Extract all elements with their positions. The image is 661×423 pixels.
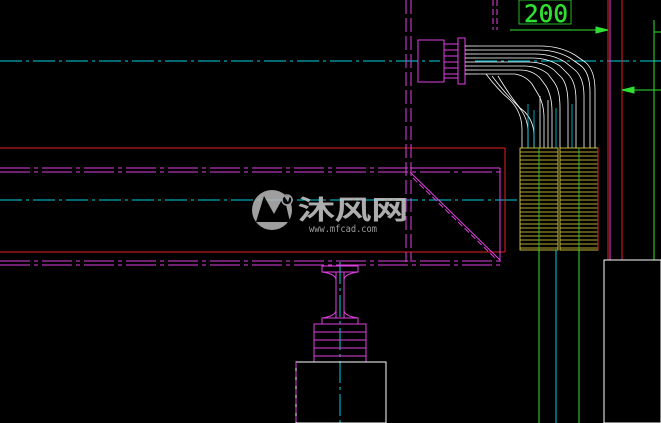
wall-verticals (405, 0, 498, 262)
watermark-title: 沐风网 (298, 196, 408, 226)
terminal-dividers (538, 148, 580, 250)
base-plate (295, 323, 387, 423)
gland-cable-lines (465, 45, 478, 75)
red-lines (0, 147, 506, 253)
beam-outline (0, 167, 501, 266)
watermark: 沐风网 www.mfcad.com (252, 190, 408, 235)
right-column (603, 0, 661, 423)
dimension-label: 200 (524, 0, 568, 28)
dimension-frame (518, 0, 572, 25)
cable-gland (417, 37, 466, 85)
terminal-block (519, 147, 599, 251)
terminal-leads (538, 250, 580, 423)
watermark-logo-icon (252, 190, 293, 230)
dimension-lines (510, 26, 661, 94)
watermark-url: www.mfcad.com (309, 224, 377, 235)
cable-ends-cyan (527, 104, 573, 148)
cable-bundle (478, 45, 596, 148)
terminal-block-stripes (520, 151, 598, 249)
center-lines (0, 60, 661, 423)
